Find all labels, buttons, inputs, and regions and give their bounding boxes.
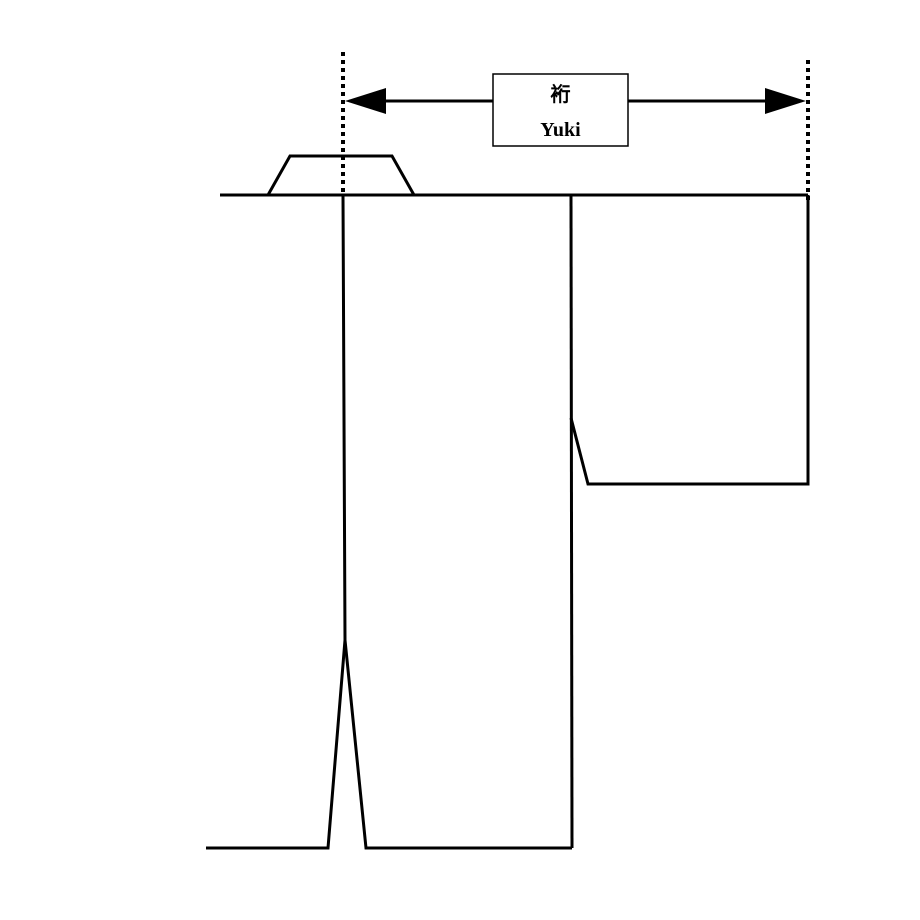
- arrow-head-left-icon: [345, 88, 386, 114]
- body-side-seam: [569, 194, 574, 849]
- body-hem-vent: [343, 639, 572, 850]
- body-center-seam: [206, 194, 347, 850]
- arrow-head-right-icon: [765, 88, 806, 114]
- measurement-label-kanji: 裄: [550, 82, 571, 106]
- measurement-label-romaji: Yuki: [540, 119, 581, 141]
- measurement-label-box: [492, 73, 629, 147]
- sleeve-outline: [569, 195, 810, 486]
